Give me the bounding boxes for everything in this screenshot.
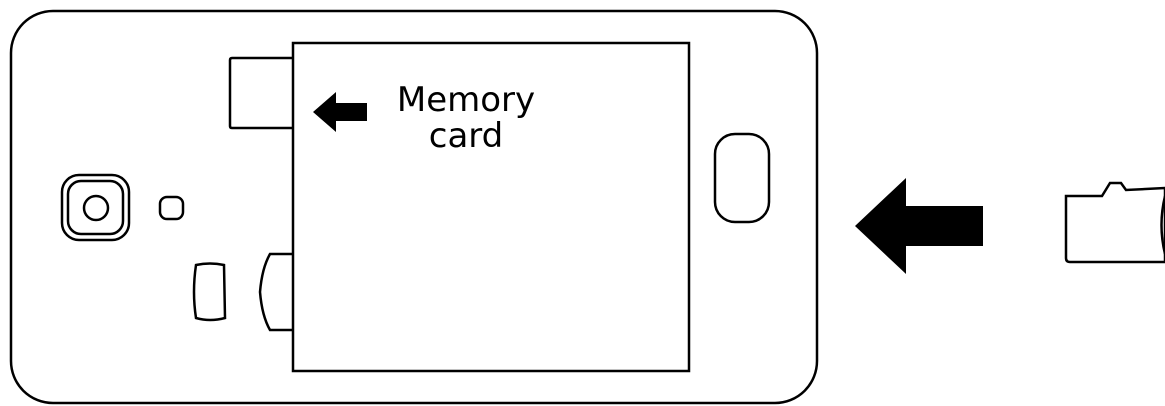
memory-card-label-line2: card	[429, 116, 504, 156]
flash-led-icon	[158, 195, 185, 221]
camera-inner-ring	[66, 179, 125, 236]
memory-card-label-line1: Memory	[397, 80, 535, 120]
phone-back-outline-icon	[9, 9, 819, 405]
small-arrow-left-icon	[313, 92, 367, 132]
memory-card-slot-icon	[291, 41, 691, 373]
camera-lens-icon	[82, 194, 110, 222]
speaker-icon	[192, 262, 227, 322]
side-bracket	[258, 252, 293, 332]
card-slot-tab	[228, 56, 293, 130]
home-button-icon	[713, 132, 771, 224]
camera-outer-ring	[60, 173, 131, 242]
large-arrow-left-icon	[855, 178, 983, 274]
microsd-card-edge	[1160, 195, 1165, 255]
microsd-card-icon	[1064, 181, 1165, 264]
